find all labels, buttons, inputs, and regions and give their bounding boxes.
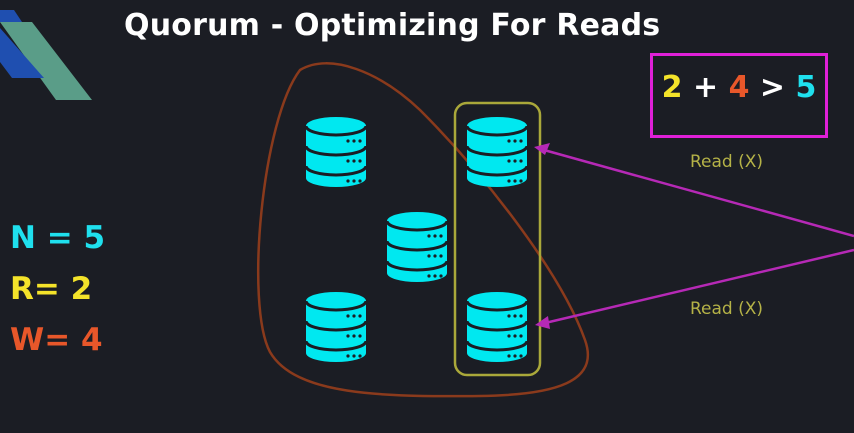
slide-title: Quorum - Optimizing For Reads — [124, 8, 661, 43]
database-icon — [385, 210, 449, 284]
database-icon — [465, 115, 529, 189]
read-arrow-top — [534, 143, 854, 238]
database-icon — [465, 290, 529, 364]
formula-gt: > — [749, 70, 796, 105]
param-r: R= 2 — [10, 271, 93, 307]
logo-stripes — [0, 10, 92, 100]
database-icon — [304, 290, 368, 364]
quorum-formula: 2 + 4 > 5 — [653, 56, 825, 120]
formula-w: 4 — [728, 70, 750, 105]
formula-n: 5 — [795, 70, 817, 105]
formula-r: 2 — [661, 70, 683, 105]
param-w: W= 4 — [10, 322, 103, 358]
read-quorum-box — [453, 101, 542, 377]
param-n: N = 5 — [10, 220, 106, 256]
quorum-formula-box: 2 + 4 > 5 — [650, 53, 828, 138]
formula-plus: + — [682, 70, 729, 105]
database-icon — [304, 115, 368, 189]
read-label-top: Read (X) — [690, 152, 764, 172]
write-quorum-outline — [256, 62, 590, 398]
read-label-bottom: Read (X) — [690, 299, 764, 319]
read-arrow-bottom — [535, 248, 854, 329]
